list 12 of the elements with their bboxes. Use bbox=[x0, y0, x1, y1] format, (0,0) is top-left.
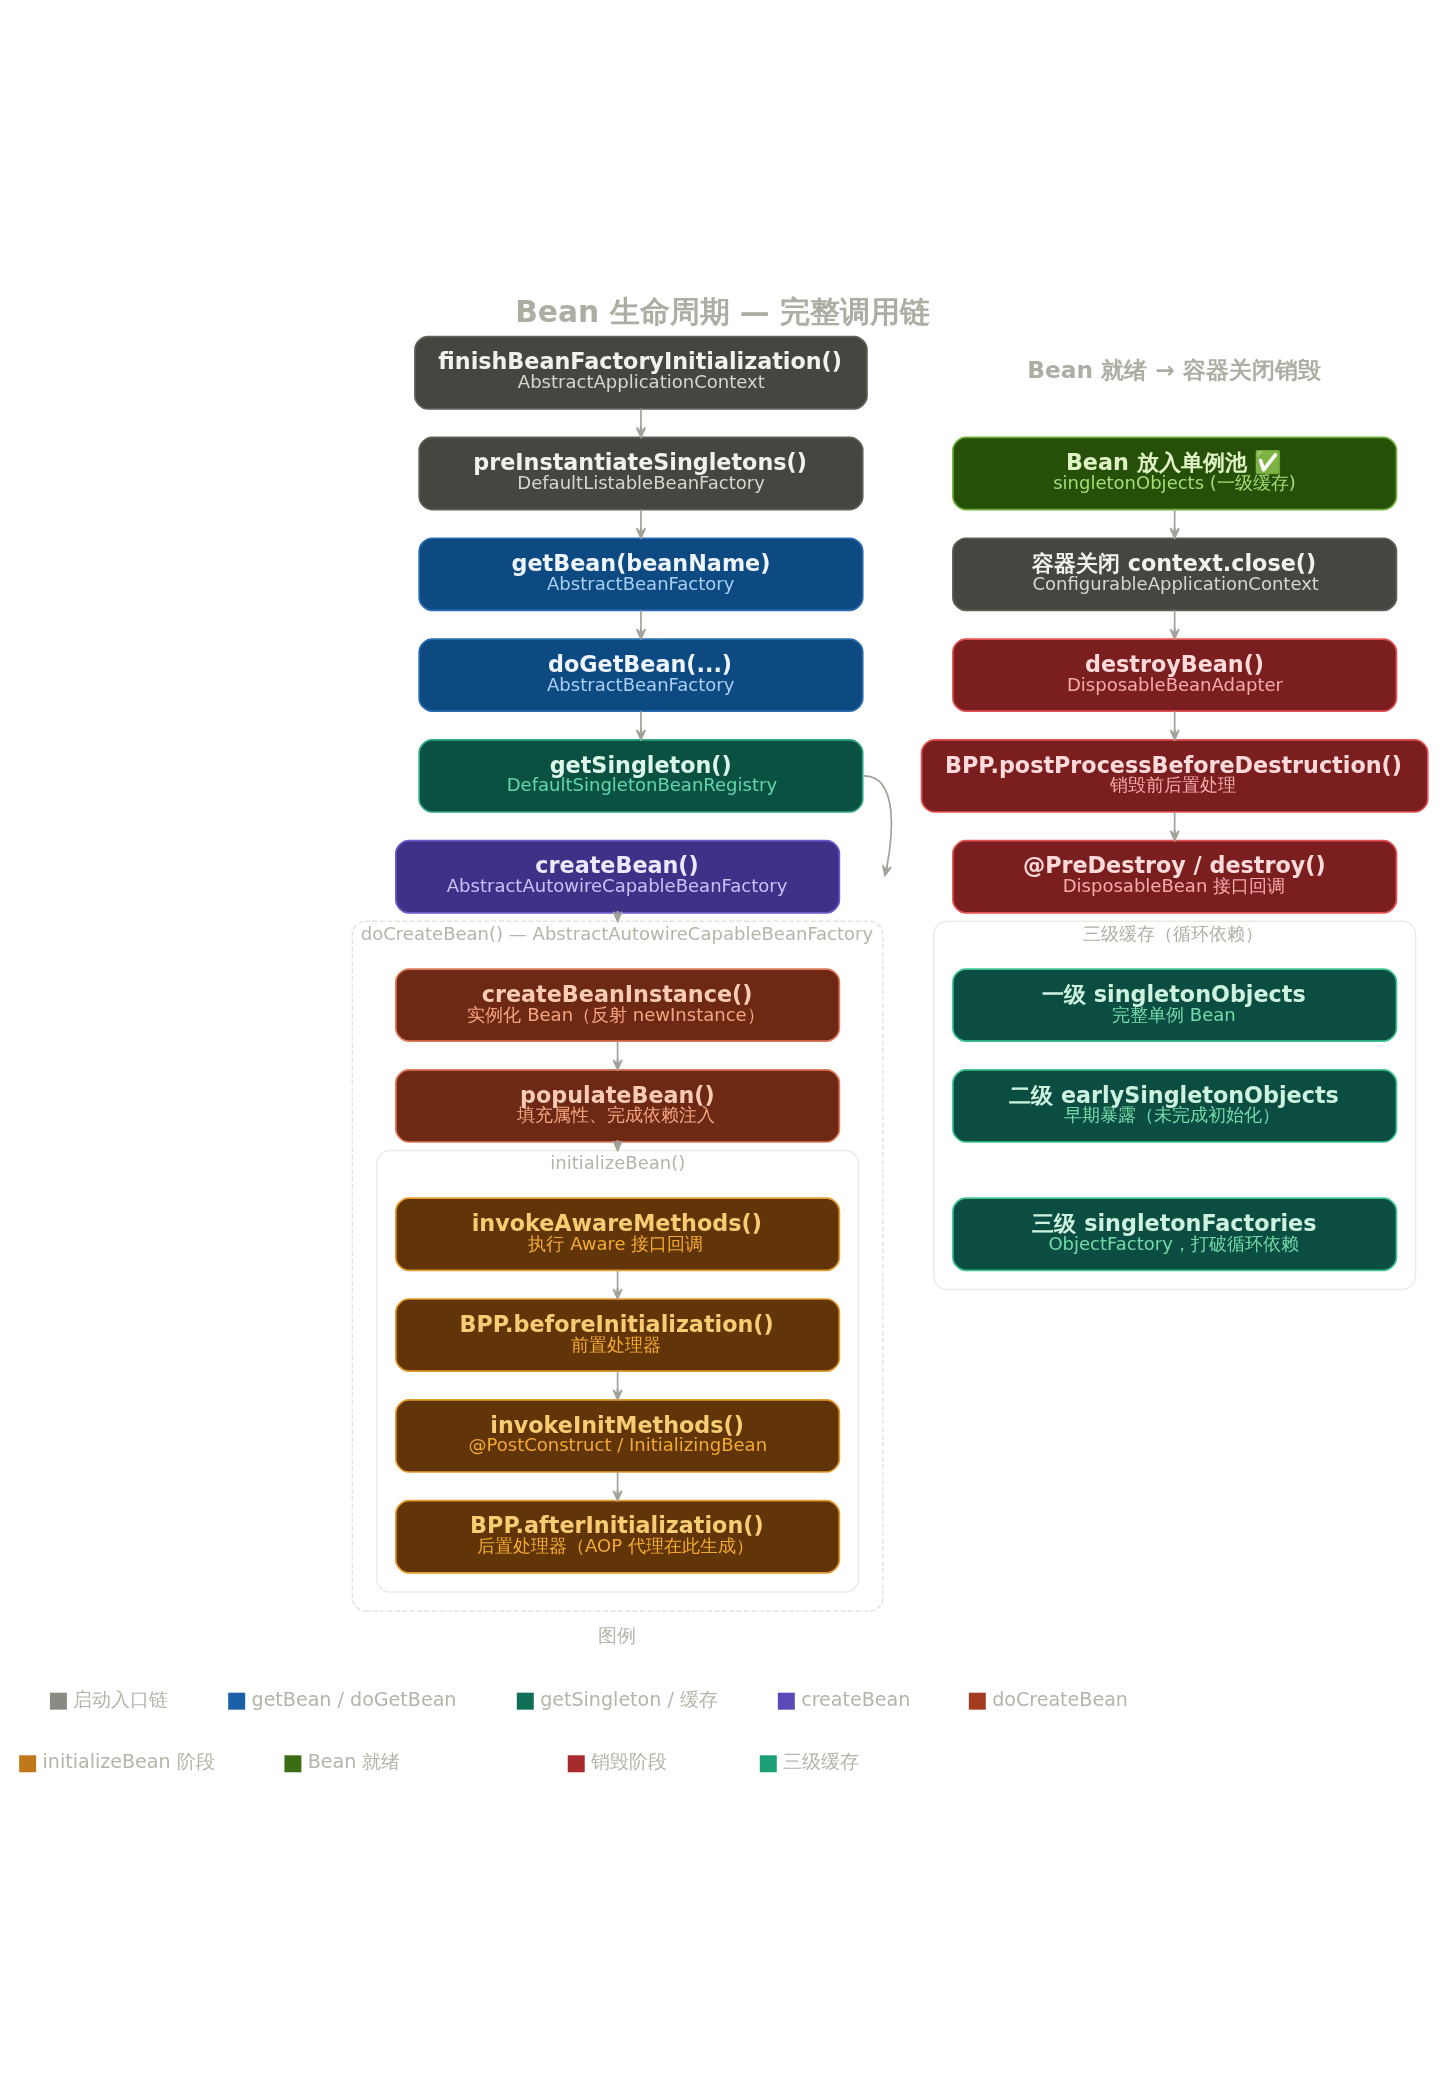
legend-label: createBean bbox=[801, 1687, 911, 1711]
legend-label: doCreateBean bbox=[992, 1687, 1128, 1711]
legend-label: getSingleton / 缓存 bbox=[540, 1687, 718, 1711]
legend-label: initializeBean 阶段 bbox=[42, 1750, 215, 1774]
legend-label: Bean 就绪 bbox=[307, 1750, 401, 1774]
label: Bean 就绪 → 容器关闭销毁 bbox=[1027, 355, 1322, 384]
legend-label: 三级缓存 bbox=[783, 1750, 860, 1774]
legend-label: 启动入口链 bbox=[73, 1687, 169, 1711]
label: 图例 bbox=[597, 1624, 636, 1648]
legend-label: 销毁阶段 bbox=[591, 1750, 668, 1774]
diagram-title: Bean 生命周期 — 完整调用链 bbox=[515, 294, 930, 330]
legend-label: getBean / doGetBean bbox=[251, 1687, 457, 1711]
